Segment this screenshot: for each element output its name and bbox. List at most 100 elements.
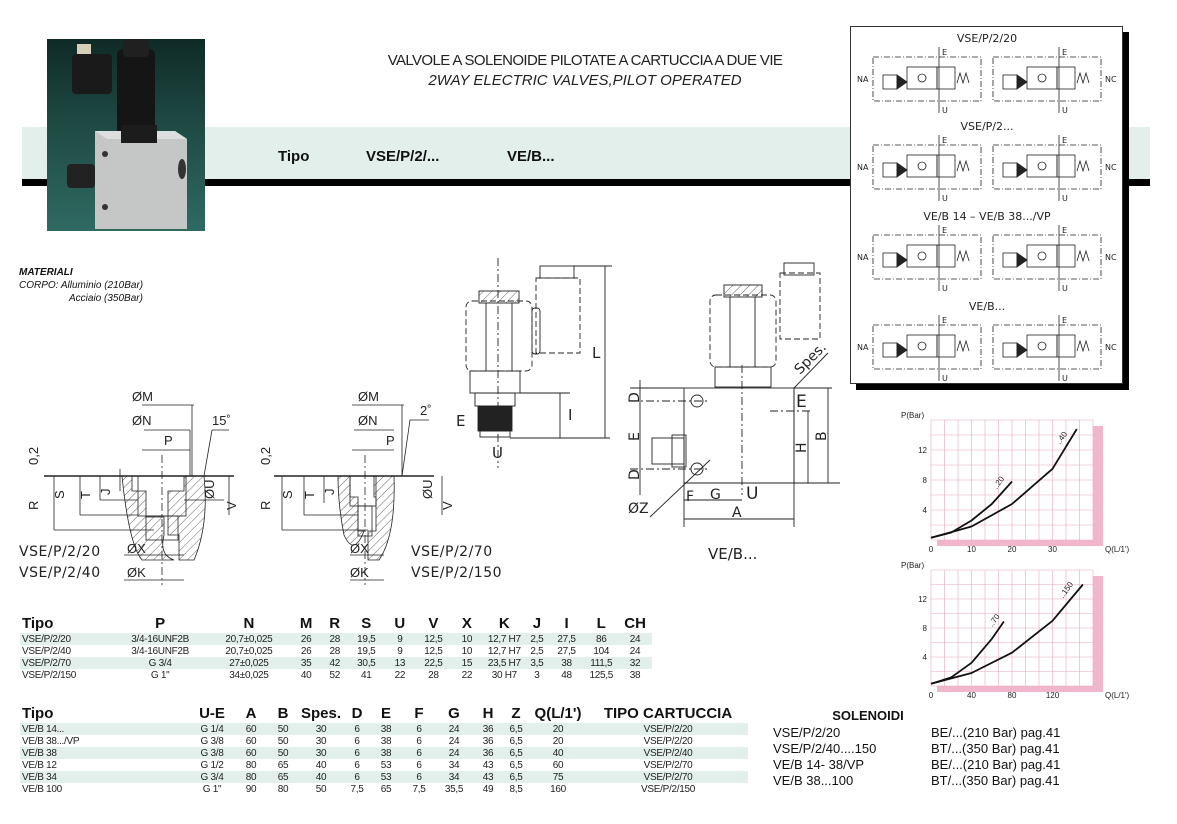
table-cell: 6 <box>344 723 370 735</box>
table-cell: 6,5 <box>509 759 523 771</box>
block-label-d-bottom: D <box>627 469 643 480</box>
table-cell: 60 <box>234 747 268 759</box>
table-cell: 80 <box>277 783 289 795</box>
table-cell: 2,5 <box>524 633 549 645</box>
table-cell: VSE/P/2/40 <box>588 747 748 759</box>
port-label-e: E <box>1062 136 1067 145</box>
table-cell: 6 <box>344 771 370 783</box>
port-label-u: U <box>942 374 948 383</box>
label-na: NA <box>857 75 869 84</box>
x-tick-label: 40 <box>967 691 976 700</box>
column-header: Q(L/1') <box>534 704 582 722</box>
table-cell: 20,7±0,025 <box>225 645 273 657</box>
table-cell: 3/4-16UNF2B <box>114 633 206 645</box>
table-cell: 7,5 <box>350 783 364 795</box>
svg-text:V: V <box>440 501 454 510</box>
solenoid-ref: BT/...(350 Bar) pag.41 <box>931 773 1060 788</box>
table-cell: 50 <box>268 747 298 759</box>
label-na: NA <box>857 163 869 172</box>
valve-symbol-na <box>872 315 982 381</box>
table-cell: 36 <box>482 735 494 747</box>
table-cell: VE/B 14... <box>20 723 190 735</box>
title-english: 2WAY ELECTRIC VALVES,PILOT OPERATED <box>428 72 742 89</box>
table-cell: G 3/8 <box>200 735 224 747</box>
table-cell: 9 <box>397 645 403 657</box>
table-cell: 22 <box>461 669 473 681</box>
table-cell: 80 <box>234 771 268 783</box>
title-italian: VALVOLE A SOLENOIDE PILOTATE A CARTUCCIA… <box>387 52 783 69</box>
table-cell: 40 <box>300 669 312 681</box>
table-cell: 86 <box>584 633 619 645</box>
schematic-title: VSE/P/2/20 <box>957 32 1017 45</box>
column-header: E <box>380 704 391 722</box>
table-cell: 12,7 H7 <box>483 633 525 645</box>
port-label-e: E <box>942 136 947 145</box>
table-cell: 50 <box>268 723 298 735</box>
table-cell: 12,5 <box>416 633 451 645</box>
svg-text:R: R <box>258 501 273 510</box>
block-label-e-left: E <box>627 432 643 441</box>
table-cell: 22,5 <box>416 657 451 669</box>
table-cell: 6,5 <box>504 747 528 759</box>
svg-text:R: R <box>26 501 41 510</box>
column-header: M <box>299 614 313 632</box>
chart-shadow-bottom <box>937 540 1103 546</box>
table-cell: 20,7±0,025 <box>205 633 293 645</box>
materials-title: MATERIALI <box>19 267 73 278</box>
column-header: K <box>498 614 510 632</box>
svg-text:T: T <box>78 491 93 499</box>
cavity1-label-m: ØM <box>132 389 153 404</box>
port-label-u: U <box>1062 106 1068 115</box>
x-tick-label: 0 <box>929 545 934 554</box>
port-label-u: U <box>1062 374 1068 383</box>
column-header: H <box>482 704 494 722</box>
table-cell: 42 <box>319 657 350 669</box>
cartridge-label-e: E <box>456 412 465 430</box>
product-photo <box>47 39 205 231</box>
column-header: B <box>277 704 289 722</box>
svg-text:ØX: ØX <box>127 541 146 556</box>
svg-text:15˚: 15˚ <box>212 413 231 428</box>
table-cell: 6 <box>416 735 422 747</box>
table-cell: 52 <box>329 669 340 681</box>
table-cell: VSE/P/2/70 <box>588 771 748 783</box>
table-cell: 26 <box>292 633 320 645</box>
table-cell: 6 <box>416 759 422 771</box>
table-cell: 28 <box>329 645 340 657</box>
column-header: I <box>564 614 569 632</box>
table-cell: 15 <box>450 657 484 669</box>
table-cell: 3,5 <box>524 657 549 669</box>
table-cell: 12,5 <box>424 645 443 657</box>
table-cell: VSE/P/2/20 <box>588 723 748 735</box>
x-tick-label: 120 <box>1046 691 1060 700</box>
svg-text:2˚: 2˚ <box>420 403 432 418</box>
chart-shadow-right <box>1093 426 1103 546</box>
materials-line-2: Acciaio (350Bar) <box>69 293 143 304</box>
svg-text:ØK: ØK <box>350 565 369 580</box>
table-cell: 19,5 <box>349 633 384 645</box>
column-header: X <box>461 614 472 632</box>
column-header: CH <box>624 614 646 632</box>
valve-symbol-na <box>872 225 982 291</box>
y-axis-label: P(Bar) <box>901 411 924 420</box>
table-cell: 12,7 H7 <box>487 645 521 657</box>
table-cell: 3/4-16UNF2B <box>131 645 190 657</box>
column-header: Tipo <box>22 614 54 632</box>
solenoid-model: VE/B 14- 38/VP <box>773 757 865 772</box>
table-cell: 24 <box>436 723 472 735</box>
y-tick-label: 12 <box>918 446 927 455</box>
x-tick-label: 10 <box>967 545 976 554</box>
cartridge-drawing: L I E U <box>456 258 612 468</box>
table-cell: 22 <box>394 669 406 681</box>
solenoid-model: VSE/P/2/40....150 <box>773 741 877 756</box>
y-tick-label: 12 <box>918 595 927 604</box>
